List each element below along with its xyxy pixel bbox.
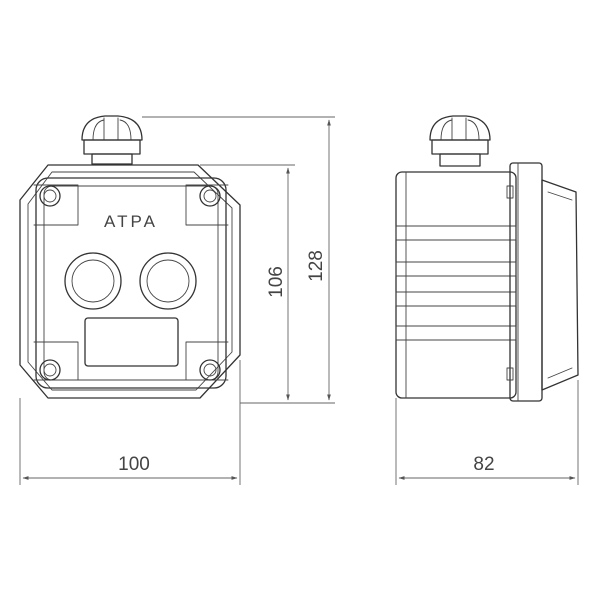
cable-gland-side [429, 115, 491, 167]
push-button-right [139, 252, 197, 310]
label-plate [84, 317, 179, 367]
dim-label-100: 100 [118, 454, 150, 475]
dim-label-106: 106 [266, 266, 287, 298]
push-button-left [64, 252, 122, 310]
side-view [395, 115, 579, 402]
screw-top-left [39, 185, 61, 207]
lid-cap [541, 179, 579, 391]
dim-label-128: 128 [306, 250, 327, 282]
cable-gland-front [81, 115, 143, 165]
dim-label-82: 82 [473, 454, 494, 475]
housing-outer [19, 164, 241, 399]
base-body [395, 171, 517, 399]
brand-label: ATPA [104, 212, 158, 231]
screw-bottom-left [39, 359, 61, 381]
lid-profile [509, 162, 543, 402]
dimension-lines: 106 128 100 82 [19, 116, 579, 485]
screw-top-right [199, 185, 221, 207]
lid [35, 177, 227, 389]
screw-bottom-right [199, 359, 221, 381]
front-view: ATPA [19, 115, 241, 399]
side-ribs [395, 225, 517, 341]
